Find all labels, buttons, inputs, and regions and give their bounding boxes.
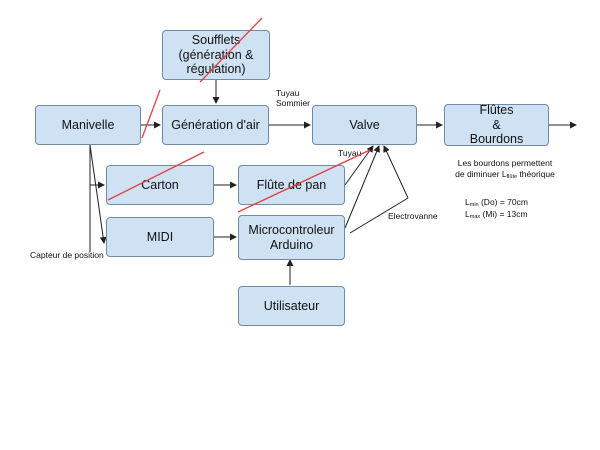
label-flutes-bourdons: Flûtes & Bourdons [469,102,524,147]
label-capteur-position: Capteur de position [30,250,104,260]
box-soufflets: Soufflets (génération & régulation) [162,30,270,80]
formula-lmin: Lmin (Do) = 70cm [465,197,528,208]
formula-lmax: Lmax (Mi) = 13cm [465,209,528,220]
box-flutes-bourdons: Flûtes & Bourdons [444,102,549,147]
bourdons-note: Les bourdons permettent de diminuer Lflû… [440,158,570,181]
note-line2: de diminuer Lflûte théorique [455,168,555,180]
label-valve: Valve [349,117,380,132]
box-manivelle: Manivelle [35,105,141,145]
label-microcontroleur: Microcontroleur Arduino [248,222,335,252]
box-carton: Carton [106,165,214,205]
box-midi: MIDI [106,217,214,257]
note-line1: Les bourdons permettent [457,158,553,168]
box-flute-pan: Flûte de pan [238,165,345,205]
box-valve: Valve [312,105,417,145]
box-utilisateur: Utilisateur [238,286,345,326]
label-soufflets: Soufflets (génération & régulation) [178,32,254,77]
label-tuyau-sommier: Tuyau Sommier [276,88,311,108]
arrow-manivelle-to-midi [89,144,107,244]
arrow-electrovanne-to-valve [383,145,409,199]
label-electrovanne: Electrovanne [388,211,438,221]
label-tuyau: Tuyau [338,148,362,158]
label-flute-pan: Flûte de pan [256,177,327,192]
label-manivelle: Manivelle [61,117,115,132]
label-utilisateur: Utilisateur [263,298,320,313]
label-carton: Carton [141,177,179,192]
label-midi: MIDI [146,229,174,244]
box-microcontroleur: Microcontroleur Arduino [238,215,345,260]
arrow-electrovanne [349,197,409,234]
box-generation-air: Génération d'air [162,105,269,145]
label-generation-air: Génération d'air [171,117,260,132]
